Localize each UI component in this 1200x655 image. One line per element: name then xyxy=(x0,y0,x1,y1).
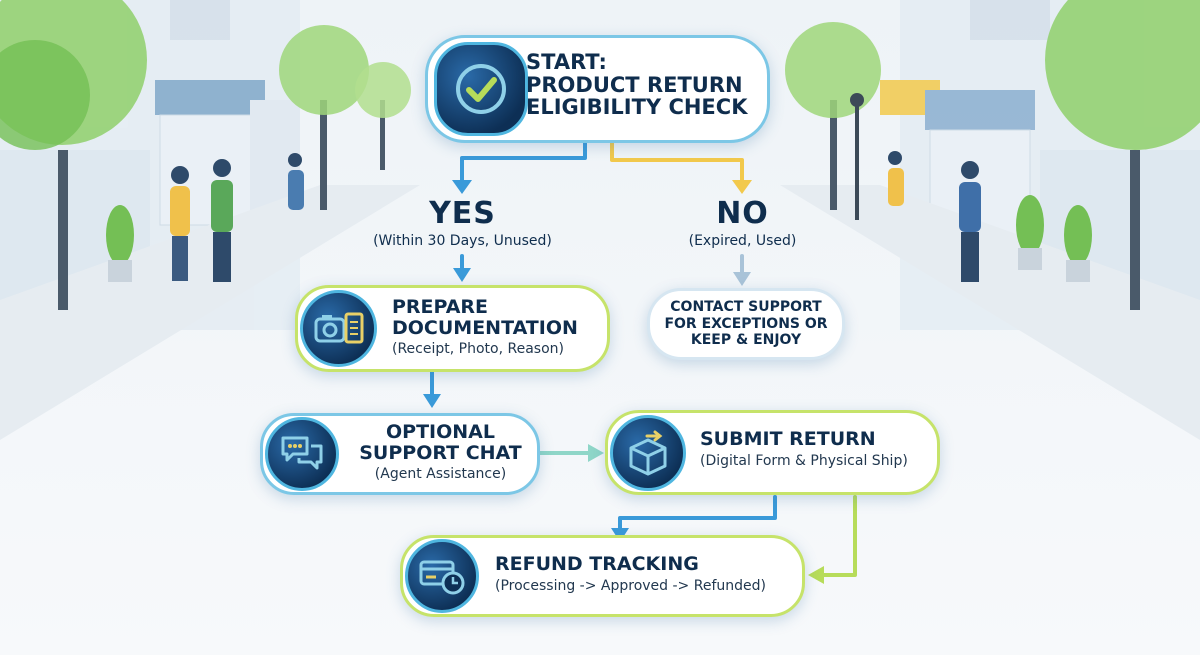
prepare-title: PREPARE DOCUMENTATION xyxy=(392,296,578,339)
no-label: NO xyxy=(716,196,769,231)
submit-return-node: SUBMIT RETURN (Digital Form & Physical S… xyxy=(605,410,940,495)
box-icon xyxy=(610,415,686,491)
tree xyxy=(0,0,147,310)
tree xyxy=(1045,0,1200,310)
no-condition: (Expired, Used) xyxy=(688,233,797,249)
refund-tracking-node: REFUND TRACKING (Processing -> Approved … xyxy=(400,535,805,617)
card-clock-icon xyxy=(405,539,479,613)
prepare-documentation-node: PREPARE DOCUMENTATION (Receipt, Photo, R… xyxy=(295,285,610,372)
tree xyxy=(279,25,369,210)
pedestrians xyxy=(170,151,981,282)
tree xyxy=(355,62,411,170)
refund-tracking-title: REFUND TRACKING xyxy=(495,553,699,575)
support-chat-title: OPTIONAL SUPPORT CHAT xyxy=(359,421,522,464)
yes-branch: YES (Within 30 Days, Unused) xyxy=(350,196,575,249)
check-circle-icon xyxy=(434,42,528,136)
no-branch: NO (Expired, Used) xyxy=(640,196,845,249)
yes-condition: (Within 30 Days, Unused) xyxy=(373,233,552,249)
submit-return-detail: (Digital Form & Physical Ship) xyxy=(700,452,908,469)
support-chat-node: OPTIONAL SUPPORT CHAT (Agent Assistance) xyxy=(260,413,540,495)
submit-return-title: SUBMIT RETURN xyxy=(700,428,876,450)
start-node: START: PRODUCT RETURN ELIGIBILITY CHECK xyxy=(425,35,770,143)
refund-tracking-detail: (Processing -> Approved -> Refunded) xyxy=(495,577,766,594)
camera-document-icon xyxy=(300,290,377,367)
chat-bubbles-icon xyxy=(265,417,339,491)
yes-label: YES xyxy=(429,196,496,231)
support-chat-detail: (Agent Assistance) xyxy=(374,466,507,483)
contact-support-title: CONTACT SUPPORT FOR EXCEPTIONS OR KEEP &… xyxy=(664,298,828,349)
contact-support-node: CONTACT SUPPORT FOR EXCEPTIONS OR KEEP &… xyxy=(647,288,845,360)
connector-arrows xyxy=(423,138,857,584)
start-title: START: PRODUCT RETURN ELIGIBILITY CHECK xyxy=(526,50,748,120)
prepare-detail: (Receipt, Photo, Reason) xyxy=(392,341,564,358)
